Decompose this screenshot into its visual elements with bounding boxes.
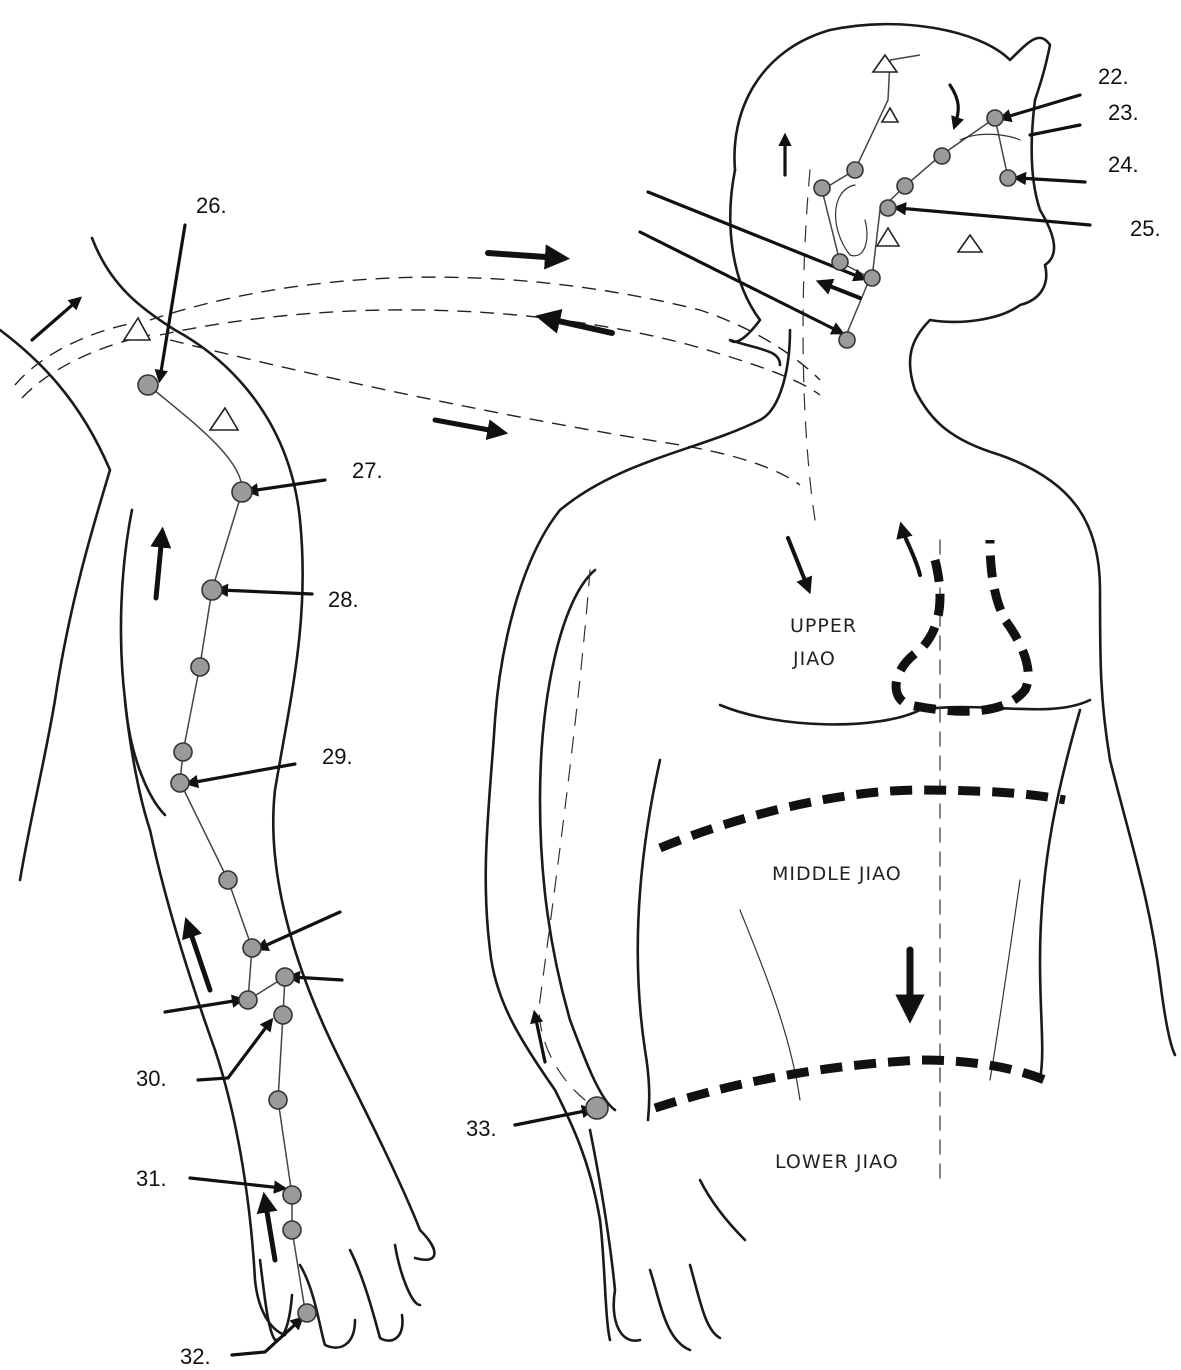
flow-arrow-chest-up — [902, 528, 920, 575]
acupoint — [839, 332, 855, 348]
middle-jiao-boundary-top — [660, 790, 1065, 848]
acupoint — [880, 200, 896, 216]
channel-dashed-mid — [160, 310, 820, 395]
hand-right-contour — [590, 1130, 745, 1350]
chest-contour — [720, 700, 1090, 724]
acupoint — [814, 180, 830, 196]
triangle-marker-upper-arm — [210, 408, 238, 430]
triangle-marker-cheek — [958, 235, 982, 252]
middle-jiao-label: MIDDLE JIAO — [772, 863, 902, 885]
triangle-marker-head-top — [873, 55, 897, 72]
arm-meridian-line — [148, 385, 305, 1310]
acupoint — [1000, 170, 1016, 186]
flow-arrow-right-low — [435, 420, 500, 432]
acupoint — [232, 482, 252, 502]
arm-channel-dashed-1 — [15, 322, 140, 385]
flow-arrow-head-down — [950, 85, 958, 125]
acupoint — [174, 743, 192, 761]
flow-arrow-chest-down — [788, 538, 808, 588]
label-30: 30. — [136, 1066, 167, 1091]
acupoint — [283, 1221, 301, 1239]
triangle-marker-ear — [877, 228, 899, 246]
right-shoulder-contour — [915, 390, 1175, 1055]
pointer-27 — [250, 480, 325, 491]
acupoint — [276, 968, 294, 986]
acupoint — [202, 580, 222, 600]
pointer-forearm-b — [292, 977, 342, 980]
acupoint — [864, 270, 880, 286]
pointer-29 — [190, 764, 295, 783]
pointer-neck-b — [640, 232, 840, 332]
label-27: 27. — [352, 458, 383, 483]
inner-arm-contour — [540, 570, 615, 1110]
pointer-forearm-a — [260, 912, 340, 948]
label-24: 24. — [1108, 152, 1139, 177]
upper-jiao-label-line2: JIAO — [792, 648, 836, 670]
pointer-28 — [220, 590, 312, 594]
label-33: 33. — [466, 1116, 497, 1141]
body-side-dashed — [539, 570, 590, 1100]
label-23: 23. — [1108, 100, 1139, 125]
torso-side-contour — [0, 330, 110, 880]
flow-arrow-wrist — [265, 1200, 275, 1260]
torso-right-contour — [1040, 710, 1080, 1080]
pointer-25 — [898, 208, 1090, 225]
upper-jiao-label-line1: UPPER — [790, 615, 857, 637]
label-29: 29. — [322, 744, 353, 769]
channel-dashed-top — [150, 277, 820, 380]
hair-back-contour — [730, 170, 780, 365]
arm-inner-contour — [121, 510, 285, 1335]
pointer-33 — [515, 1110, 590, 1125]
acupoint — [171, 774, 189, 792]
label-31: 31. — [136, 1166, 167, 1191]
pointer-31 — [190, 1178, 282, 1188]
triangle-marker-head-side — [882, 108, 898, 122]
flow-arrow-right-top — [488, 253, 560, 258]
label-32: 32. — [180, 1344, 211, 1369]
triangle-marker-shoulder-top — [124, 318, 150, 340]
acupoint — [219, 871, 237, 889]
acupoint — [987, 110, 1003, 126]
acupoint — [283, 1186, 301, 1204]
acupoint — [243, 939, 261, 957]
acupoint — [298, 1304, 316, 1322]
pointer-26 — [160, 225, 185, 378]
label-22: 22. — [1098, 64, 1129, 89]
abdomen-line-right — [990, 880, 1020, 1080]
acupoint — [897, 178, 913, 194]
flow-arrow-shoulder — [32, 300, 78, 340]
hand-contour — [260, 1245, 420, 1348]
elbow-contour — [125, 700, 165, 815]
acupoint — [138, 375, 158, 395]
acupoint — [832, 254, 848, 270]
lower-jiao-boundary — [655, 1060, 1045, 1108]
lower-jiao-label: LOWER JIAO — [775, 1151, 899, 1173]
pointer-22 — [1003, 95, 1080, 118]
label-28: 28. — [328, 587, 359, 612]
torso-figure: 22. 23. 24. 25. 33. UPPER JIAO MIDDLE JI… — [466, 24, 1175, 1350]
label-26: 26. — [196, 193, 227, 218]
pointer-24 — [1018, 178, 1085, 182]
pointer-neck-a — [648, 192, 862, 278]
connecting-channels — [150, 253, 820, 485]
neck-contour — [760, 330, 790, 420]
acupoint — [191, 658, 209, 676]
pointer-23 — [1030, 125, 1080, 135]
shoulders-contour — [486, 420, 760, 1340]
pointer-32 — [232, 1320, 300, 1355]
left-arm-figure: 26. 27. 28. 29. 30. 31. 32. — [0, 193, 434, 1369]
acupoint — [847, 162, 863, 178]
torso-left-contour — [638, 760, 660, 1120]
acupoint — [934, 148, 950, 164]
central-vertical-dashed — [803, 170, 815, 520]
acupoint — [274, 1006, 292, 1024]
label-25: 25. — [1130, 216, 1161, 241]
acupoint — [269, 1091, 287, 1109]
flow-arrow-neck — [822, 283, 860, 298]
acupoint — [239, 991, 257, 1009]
ear-contour — [836, 185, 867, 256]
flow-arrow-upper-arm — [156, 535, 162, 598]
acupoint — [586, 1097, 608, 1119]
